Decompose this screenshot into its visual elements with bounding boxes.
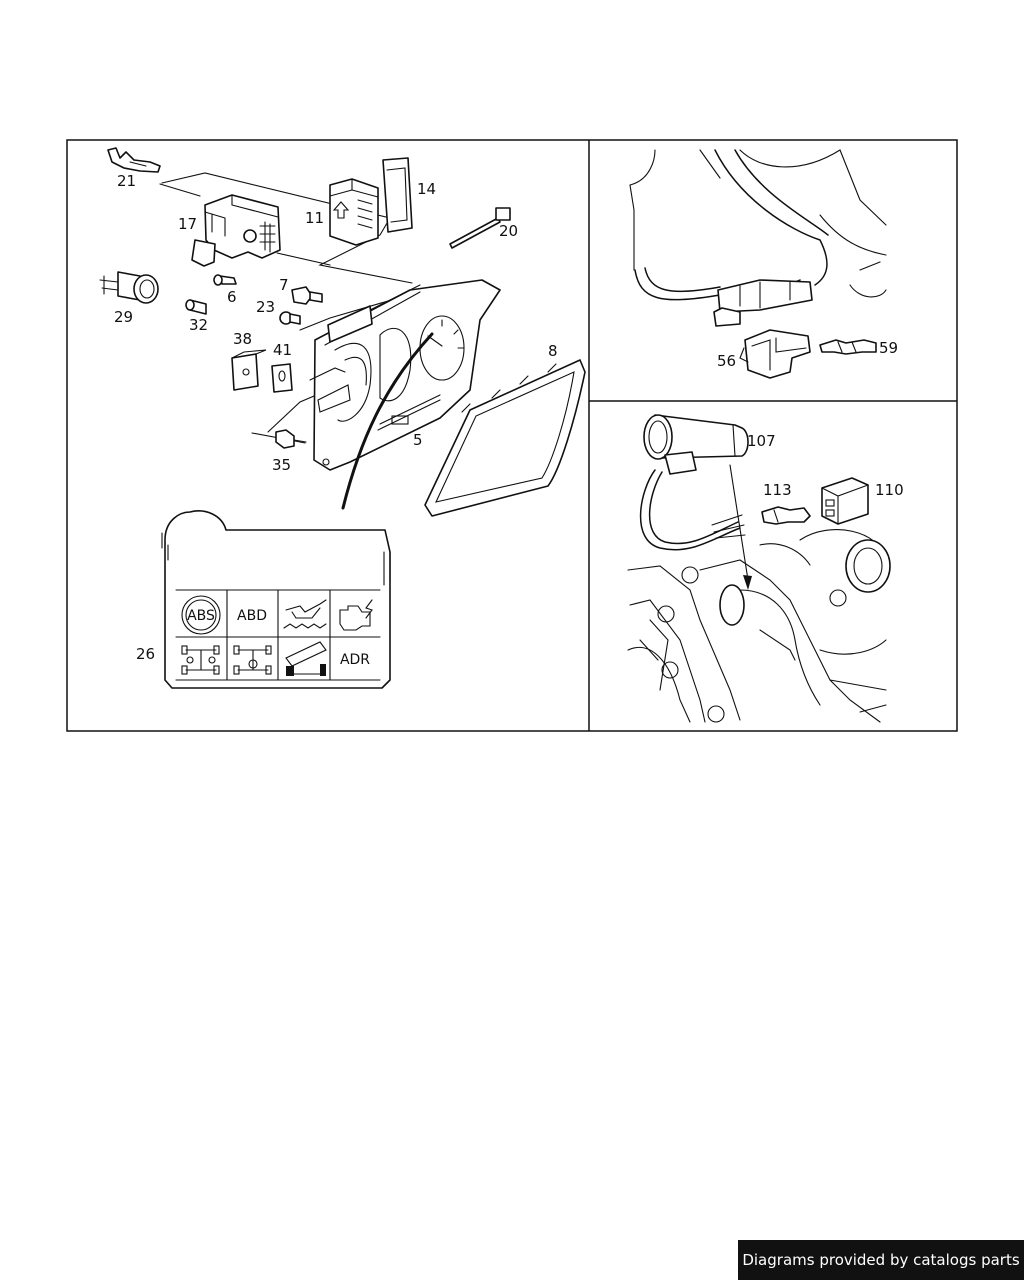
socket-29 [99, 271, 159, 304]
axle-lock-front-icon [181, 645, 220, 675]
main-callouts: 21 17 11 14 20 29 6 7 23 32 38 41 35 5 8… [114, 172, 558, 663]
panel-frames [66, 139, 958, 732]
transmission-housing [627, 529, 891, 723]
terminal-59 [819, 339, 877, 355]
top-right-panel: 56 59 [629, 149, 898, 379]
clip-plate-14 [382, 157, 413, 233]
terminal-113 [761, 506, 811, 525]
cluster-pointer-line [341, 332, 434, 510]
bulb-32 [185, 299, 207, 315]
callout-59: 59 [879, 339, 898, 357]
callout-26: 26 [136, 645, 155, 663]
callout-35: 35 [272, 456, 291, 474]
oil-level-icon [283, 599, 327, 629]
callout-7: 7 [279, 276, 289, 294]
callout-5: 5 [413, 431, 423, 449]
connector-11 [329, 178, 379, 246]
clip-41 [271, 363, 293, 393]
vehicle-tilt-icon [285, 641, 327, 676]
callout-21: 21 [117, 172, 136, 190]
callout-20: 20 [499, 222, 518, 240]
callout-8: 8 [548, 342, 558, 360]
engine-warning-icon [339, 599, 373, 631]
adr-lamp-label: ADR [340, 652, 370, 668]
bottom-right-panel: 107 113 110 [627, 414, 904, 723]
cable-tie-20 [449, 207, 511, 249]
callout-32: 32 [189, 316, 208, 334]
callout-113: 113 [763, 481, 792, 499]
callout-17: 17 [178, 215, 197, 233]
instrument-cluster-5 [309, 279, 501, 471]
warning-lamp-panel-26: ABS ABD [161, 510, 391, 689]
callout-38: 38 [233, 330, 252, 348]
abd-lamp-label: ABD [237, 608, 267, 624]
sensor-107 [643, 414, 749, 475]
callout-23: 23 [256, 298, 275, 316]
connector-housing-17 [191, 194, 281, 267]
bulb-6 [213, 274, 237, 286]
callout-107: 107 [747, 432, 776, 450]
parts-diagram: ABS ABD [66, 139, 958, 732]
connector-56 [739, 329, 811, 379]
bulb-23 [279, 311, 301, 325]
callout-56: 56 [717, 352, 736, 370]
credit-banner: Diagrams provided by catalogs parts [738, 1240, 1024, 1280]
callout-14: 14 [417, 180, 436, 198]
abs-lamp: ABS [181, 595, 221, 635]
abs-lamp-label: ABS [187, 608, 215, 624]
lens-8 [424, 359, 586, 517]
switch-38 [231, 349, 267, 391]
screw-35 [275, 429, 307, 449]
callout-29: 29 [114, 308, 133, 326]
callout-6: 6 [227, 288, 237, 306]
callout-110: 110 [875, 481, 904, 499]
terminal-pin-21 [107, 147, 161, 173]
main-panel: ABS ABD [99, 147, 586, 689]
callout-11: 11 [305, 209, 324, 227]
callout-41: 41 [273, 341, 292, 359]
axle-lock-rear-icon [233, 645, 272, 675]
bulb-7 [291, 286, 323, 305]
connector-110 [821, 477, 869, 525]
assembly-lines [159, 172, 413, 444]
harness-connector [713, 279, 813, 327]
outer-frame [66, 139, 958, 732]
